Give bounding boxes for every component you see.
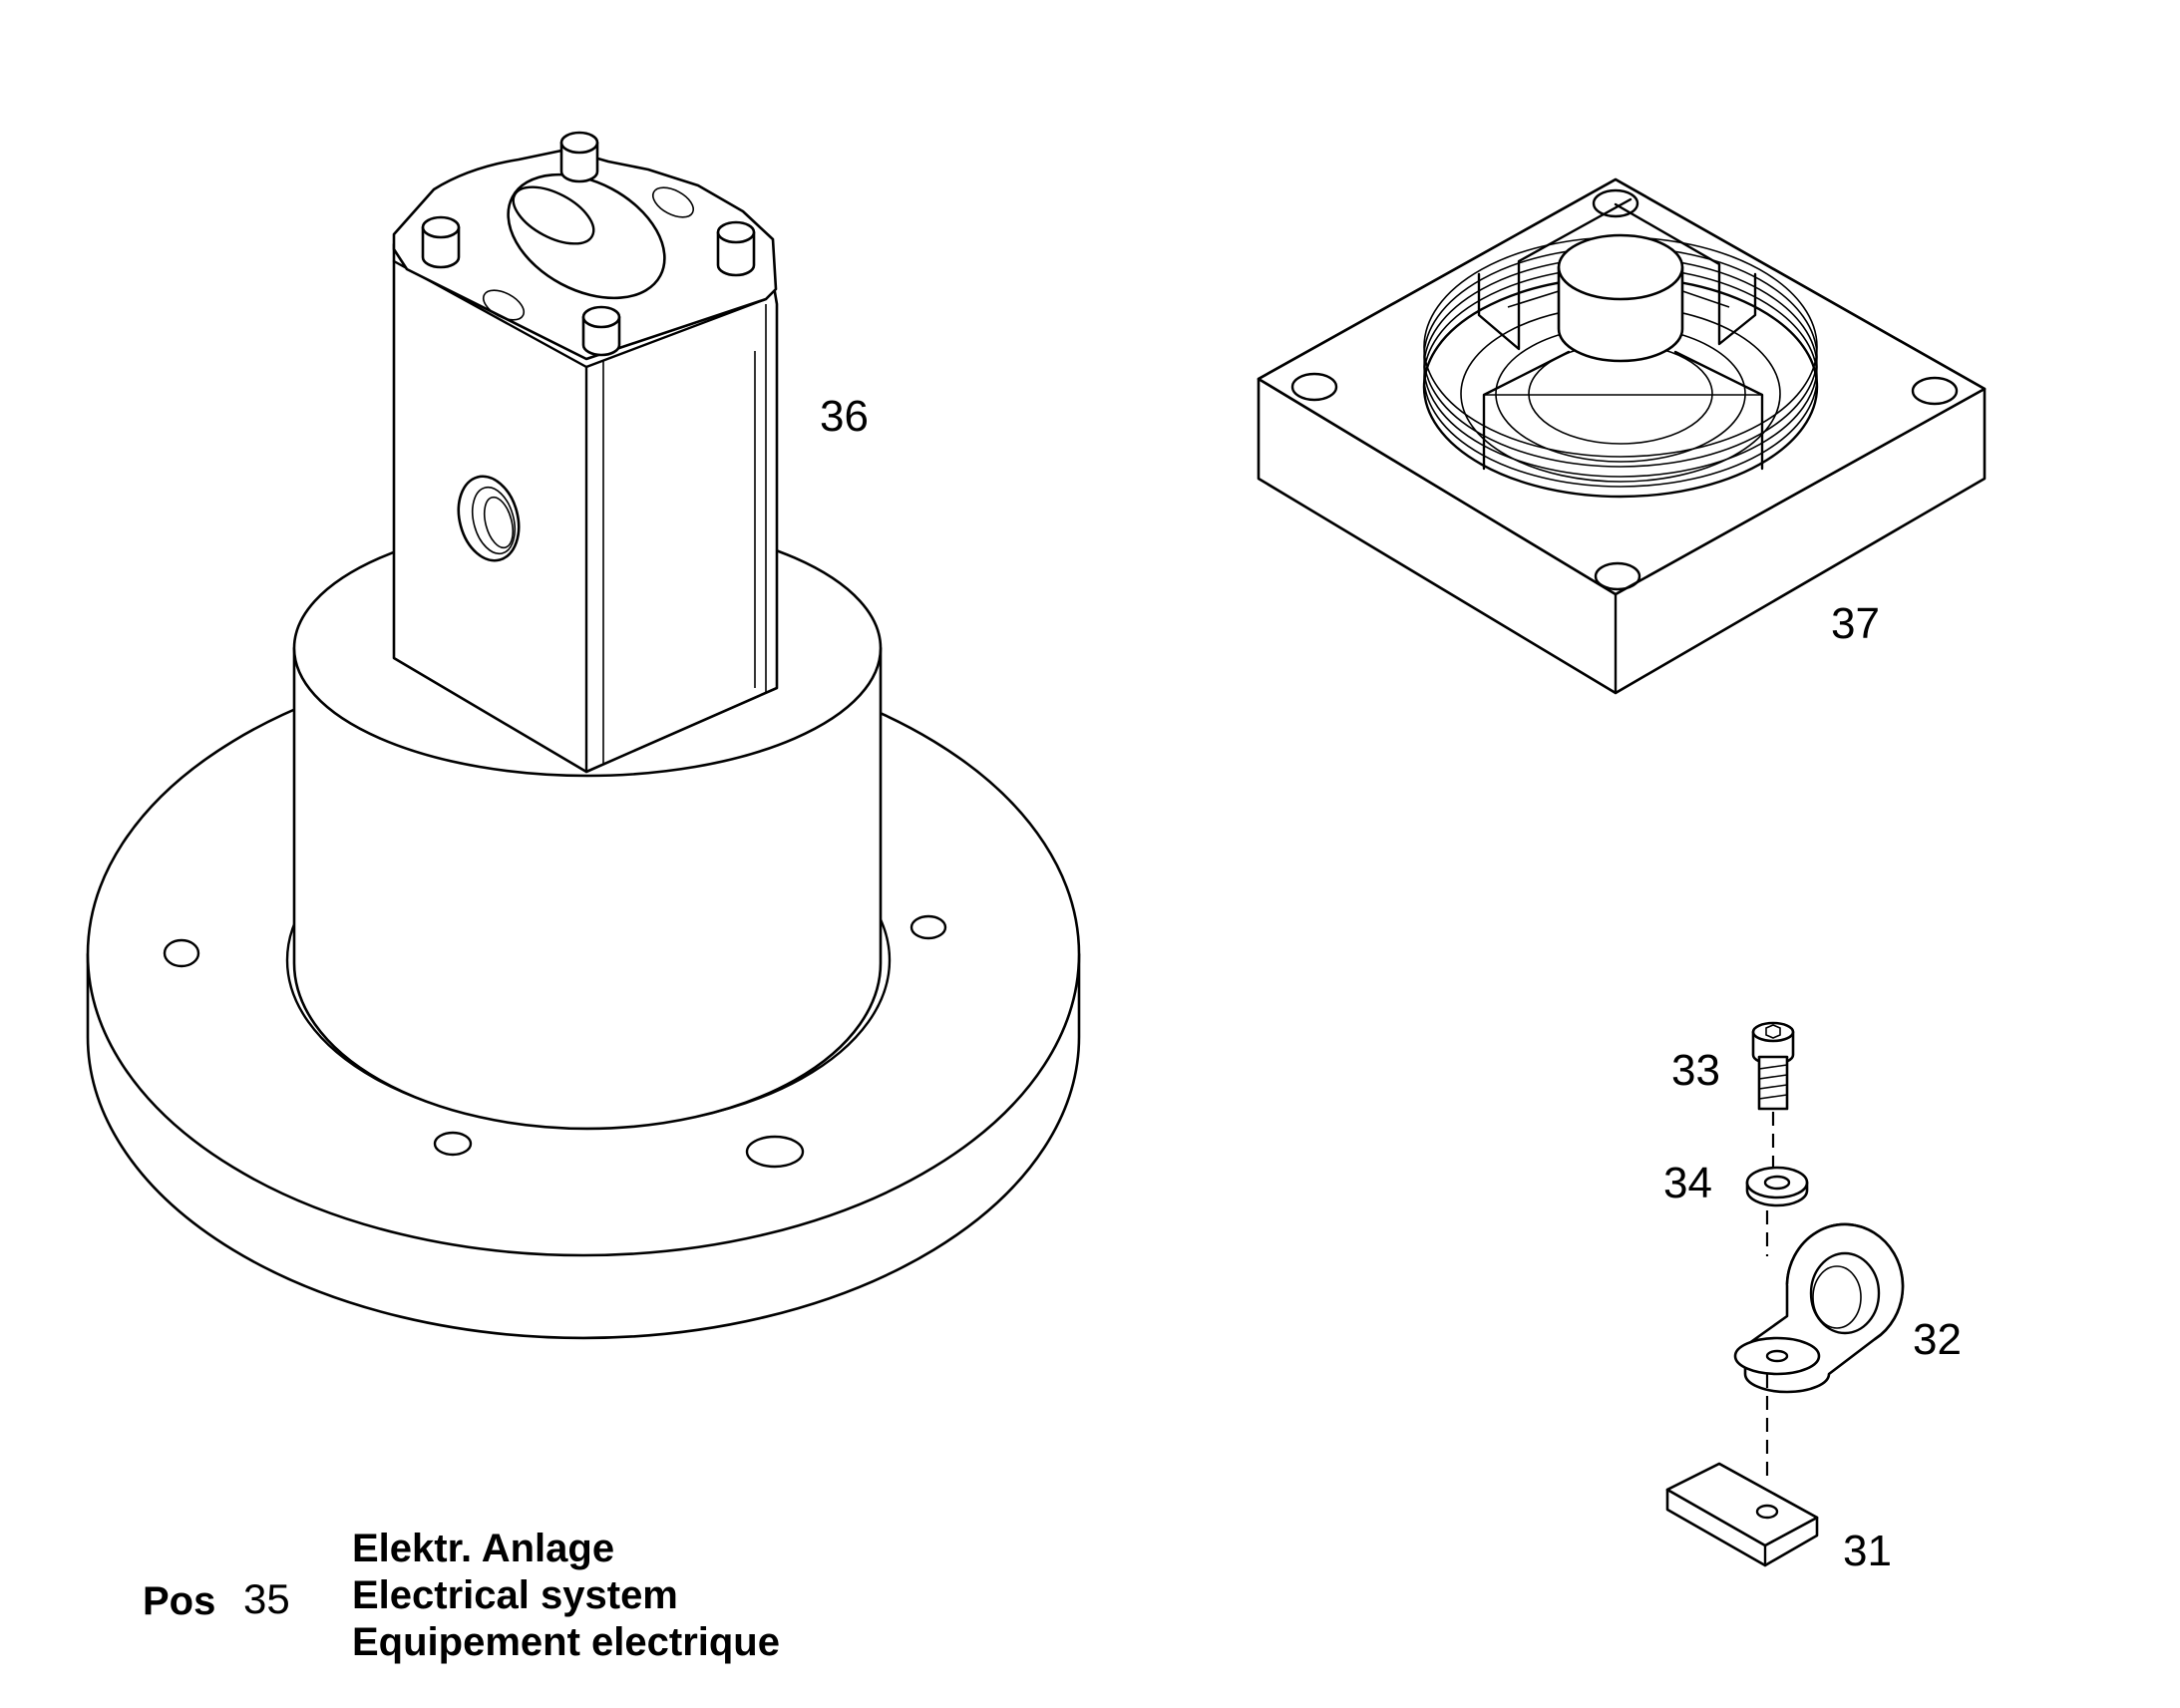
part-31-nut-plate (1665, 1462, 1819, 1567)
part-33-cap-screw (1751, 1021, 1795, 1169)
callout-31: 31 (1843, 1527, 1892, 1575)
callout-37: 37 (1831, 599, 1880, 648)
callout-36: 36 (820, 392, 869, 441)
part-34-washer (1745, 1166, 1809, 1256)
part-36-motor-flange (86, 131, 1081, 1340)
caption-title-en: Electrical system (352, 1573, 678, 1617)
caption-pos-number: 35 (243, 1575, 290, 1622)
caption-title-de: Elektr. Anlage (352, 1527, 615, 1570)
part-37-fan (1257, 177, 1987, 695)
caption-pos-label: Pos (143, 1579, 216, 1623)
caption-titles: Elektr. Anlage Electrical system Equipem… (352, 1526, 780, 1666)
callout-34: 34 (1663, 1159, 1712, 1207)
part-32-cable-clamp (1733, 1222, 1905, 1476)
caption-title-fr: Equipement electrique (352, 1620, 780, 1664)
callout-33: 33 (1671, 1046, 1720, 1095)
callout-32: 32 (1913, 1315, 1962, 1364)
